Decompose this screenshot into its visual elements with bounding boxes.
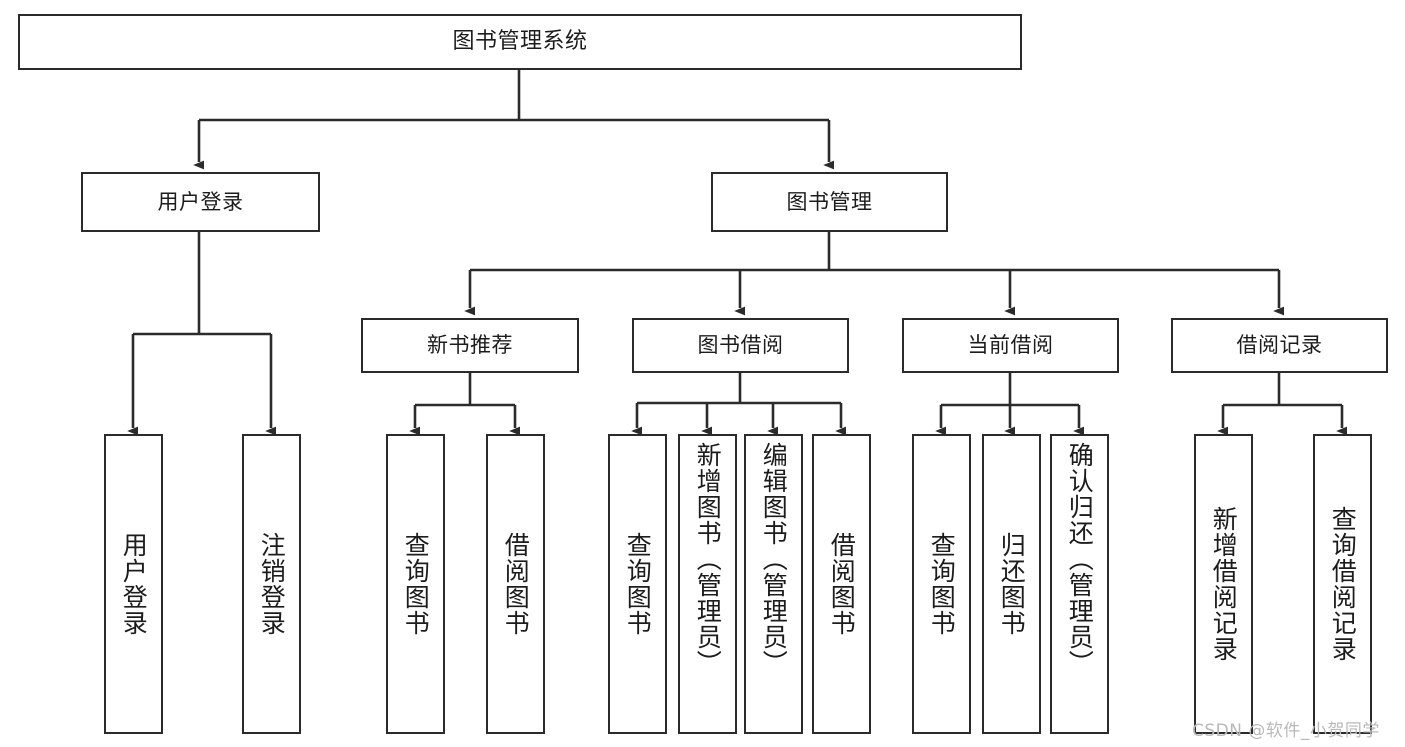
leaf-borrow-edit-book-admin-label: 编辑图书（管理员）: [759, 442, 789, 676]
node-book-borrow[interactable]: 图书借阅: [632, 318, 849, 373]
leaf-borrow-add-book-admin-label: 新增图书（管理员）: [693, 442, 723, 676]
node-book-manage-label: 图书管理: [786, 189, 873, 214]
leaf-borrow-borrow-book-label: 借阅图书: [827, 532, 857, 636]
leaf-current-query-book-label: 查询图书: [927, 532, 957, 636]
leaf-current-query-book[interactable]: 查询图书: [912, 434, 971, 734]
node-current-borrow[interactable]: 当前借阅: [902, 318, 1119, 373]
leaf-current-return-book-label: 归还图书: [997, 532, 1027, 636]
leaf-record-add-record[interactable]: 新增借阅记录: [1194, 434, 1253, 734]
leaf-borrow-borrow-book[interactable]: 借阅图书: [812, 434, 871, 734]
leaf-borrow-query-book[interactable]: 查询图书: [608, 434, 667, 734]
node-borrow-record[interactable]: 借阅记录: [1171, 318, 1388, 373]
leaf-borrow-add-book-admin[interactable]: 新增图书（管理员）: [678, 434, 737, 734]
leaf-recommend-borrow-book[interactable]: 借阅图书: [486, 434, 545, 734]
leaf-current-confirm-return-admin[interactable]: 确认归还（管理员）: [1050, 434, 1109, 734]
leaf-borrow-query-book-label: 查询图书: [623, 532, 653, 636]
leaf-borrow-edit-book-admin[interactable]: 编辑图书（管理员）: [744, 434, 803, 734]
leaf-current-confirm-return-admin-label: 确认归还（管理员）: [1065, 442, 1095, 676]
node-borrow-record-label: 借阅记录: [1236, 333, 1323, 358]
node-user-login[interactable]: 用户登录: [81, 172, 320, 232]
leaf-user-login-login[interactable]: 用户登录: [104, 434, 163, 734]
leaf-record-add-record-label: 新增借阅记录: [1209, 506, 1239, 662]
node-new-book-recommend[interactable]: 新书推荐: [361, 318, 579, 373]
watermark-text: CSDN @软件_小贺同学: [1192, 721, 1380, 741]
leaf-recommend-borrow-book-label: 借阅图书: [501, 532, 531, 636]
leaf-recommend-query-book-label: 查询图书: [401, 532, 431, 636]
leaf-user-login-login-label: 用户登录: [119, 532, 149, 636]
leaf-recommend-query-book[interactable]: 查询图书: [386, 434, 445, 734]
node-user-login-label: 用户登录: [157, 189, 244, 214]
leaf-record-query-record[interactable]: 查询借阅记录: [1313, 434, 1372, 734]
node-root-label: 图书管理系统: [452, 29, 588, 55]
node-book-manage[interactable]: 图书管理: [711, 172, 948, 232]
node-new-book-recommend-label: 新书推荐: [427, 333, 513, 358]
leaf-record-query-record-label: 查询借阅记录: [1328, 506, 1358, 662]
leaf-current-return-book[interactable]: 归还图书: [982, 434, 1041, 734]
leaf-user-login-logout[interactable]: 注销登录: [242, 434, 301, 734]
node-current-borrow-label: 当前借阅: [967, 333, 1054, 358]
node-book-borrow-label: 图书借阅: [697, 333, 784, 358]
leaf-user-login-logout-label: 注销登录: [257, 532, 287, 636]
node-root[interactable]: 图书管理系统: [18, 14, 1022, 70]
